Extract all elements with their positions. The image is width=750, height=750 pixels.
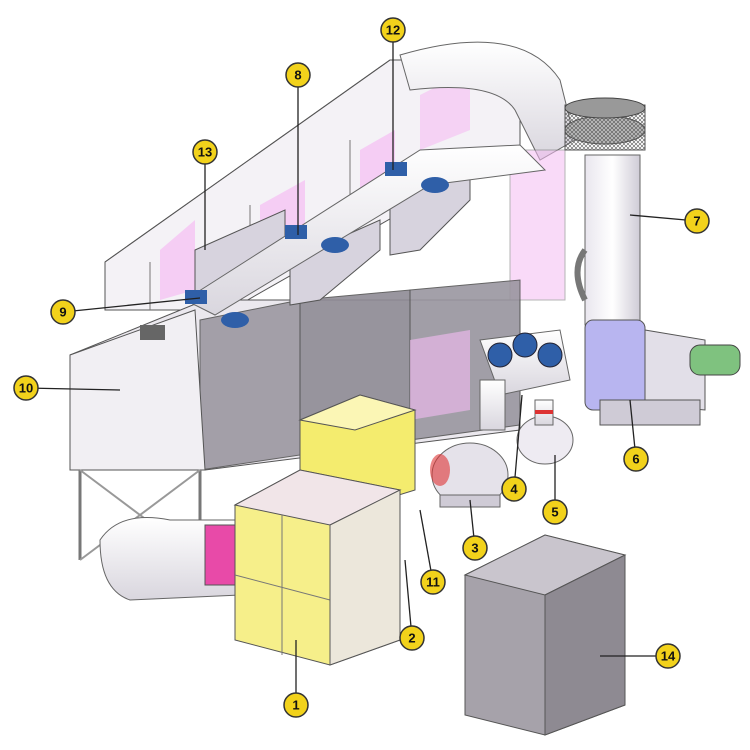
inlet-duct [99,517,241,601]
callout-label: 6 [632,452,639,467]
callout-marker [542,499,568,525]
valve-cluster [479,329,571,431]
main-exhaust-fan [584,319,741,426]
callout-marker [192,139,218,165]
callout-7: 7 [684,208,710,234]
callout-label: 8 [294,68,301,83]
callout-5: 5 [542,499,568,525]
callout-marker [13,375,39,401]
auxiliary-fan [516,399,574,465]
callout-6: 6 [623,446,649,472]
callout-label: 2 [408,631,415,646]
callout-marker [501,476,527,502]
callout-4: 4 [501,476,527,502]
callout-label: 1 [292,698,299,713]
callout-13: 13 [192,139,218,165]
callout-label: 14 [661,649,676,664]
desorption-fan [430,442,509,508]
callout-label: 10 [19,381,33,396]
callout-10: 10 [13,375,39,401]
callout-8: 8 [285,62,311,88]
callout-marker [684,208,710,234]
leader-lines [25,30,698,705]
callout-marker [655,643,681,669]
filter-cabinet [69,309,206,561]
callout-label: 4 [510,482,518,497]
callout-marker [283,692,309,718]
callout-2: 2 [399,625,425,651]
callout-label: 3 [471,541,478,556]
callout-marker [285,62,311,88]
callout-9: 9 [50,299,76,325]
callout-label: 7 [693,214,700,229]
callout-label: 12 [386,23,400,38]
callout-11: 11 [420,569,446,595]
callout-marker [623,446,649,472]
exhaust-pipe-run [183,144,547,328]
callout-1: 1 [283,692,309,718]
callout-14: 14 [655,643,681,669]
callout-marker [399,625,425,651]
callout-label: 9 [59,305,66,320]
callout-label: 11 [426,575,440,590]
callout-marker [380,17,406,43]
chimney-stack [564,97,646,326]
callout-3: 3 [462,535,488,561]
callout-label: 5 [551,505,558,520]
callout-label: 13 [198,145,212,160]
callout-marker [420,569,446,595]
callout-marker [462,535,488,561]
catalytic-unit-front [233,469,402,666]
callout-marker [50,299,76,325]
control-cabinet [463,534,627,736]
callout-12: 12 [380,17,406,43]
